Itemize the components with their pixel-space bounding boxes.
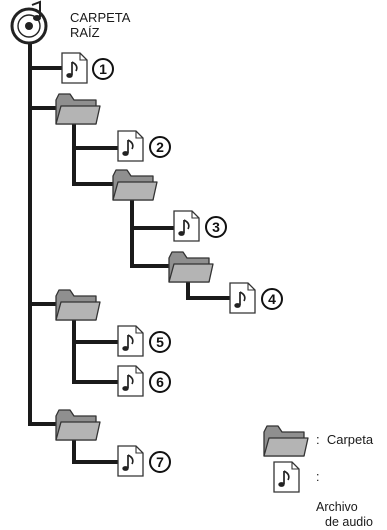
folder-icon [55,409,101,441]
tree-lines [28,42,230,464]
legend-audio-file-icon [273,461,300,493]
legend-separator: : [316,432,320,447]
number-badge-5: 5 [149,331,171,353]
audio-file-icon [117,365,144,397]
folder-icon [55,93,101,125]
legend-folder-icon [263,425,309,457]
number-badge-2: 2 [149,136,171,158]
number-badge-7: 7 [149,451,171,473]
legend-audio-label: : Archivo de audio [316,470,373,530]
folder-icon [55,289,101,321]
root-label-line1: CARPETA [70,10,131,25]
root-disc-icon [10,0,48,45]
folder-tree-diagram: 1 2 3 4 5 6 7 [10,0,309,493]
folder-icon [168,251,214,283]
root-folder-label: CARPETA RAÍZ [70,10,130,40]
svg-text:4: 4 [268,291,276,307]
svg-text:2: 2 [156,139,164,155]
audio-file-icon [117,325,144,357]
svg-text:5: 5 [156,334,164,350]
legend-audio-line1: : Archivo [316,470,373,515]
legend-folder-text: Carpeta [326,432,374,447]
legend-separator: : [316,470,320,484]
legend-folder-label: : Carpeta [316,432,373,447]
svg-text:3: 3 [212,219,220,235]
legend-audio-text-1: Archivo [316,500,358,514]
audio-file-icon [117,445,144,477]
number-badge-3: 3 [205,216,227,238]
audio-file-icon [117,130,144,162]
number-badge-1: 1 [92,58,114,80]
number-badge-6: 6 [149,371,171,393]
legend-audio-line2: de audio [325,515,373,529]
folder-icon [112,169,158,201]
audio-file-icon [229,282,256,314]
number-badge-4: 4 [261,288,283,310]
svg-text:6: 6 [156,374,164,390]
audio-file-icon [61,52,88,84]
svg-text:7: 7 [156,454,164,470]
audio-file-icon [173,210,200,242]
root-label-line2: RAÍZ [70,25,100,40]
svg-text:1: 1 [99,61,107,77]
